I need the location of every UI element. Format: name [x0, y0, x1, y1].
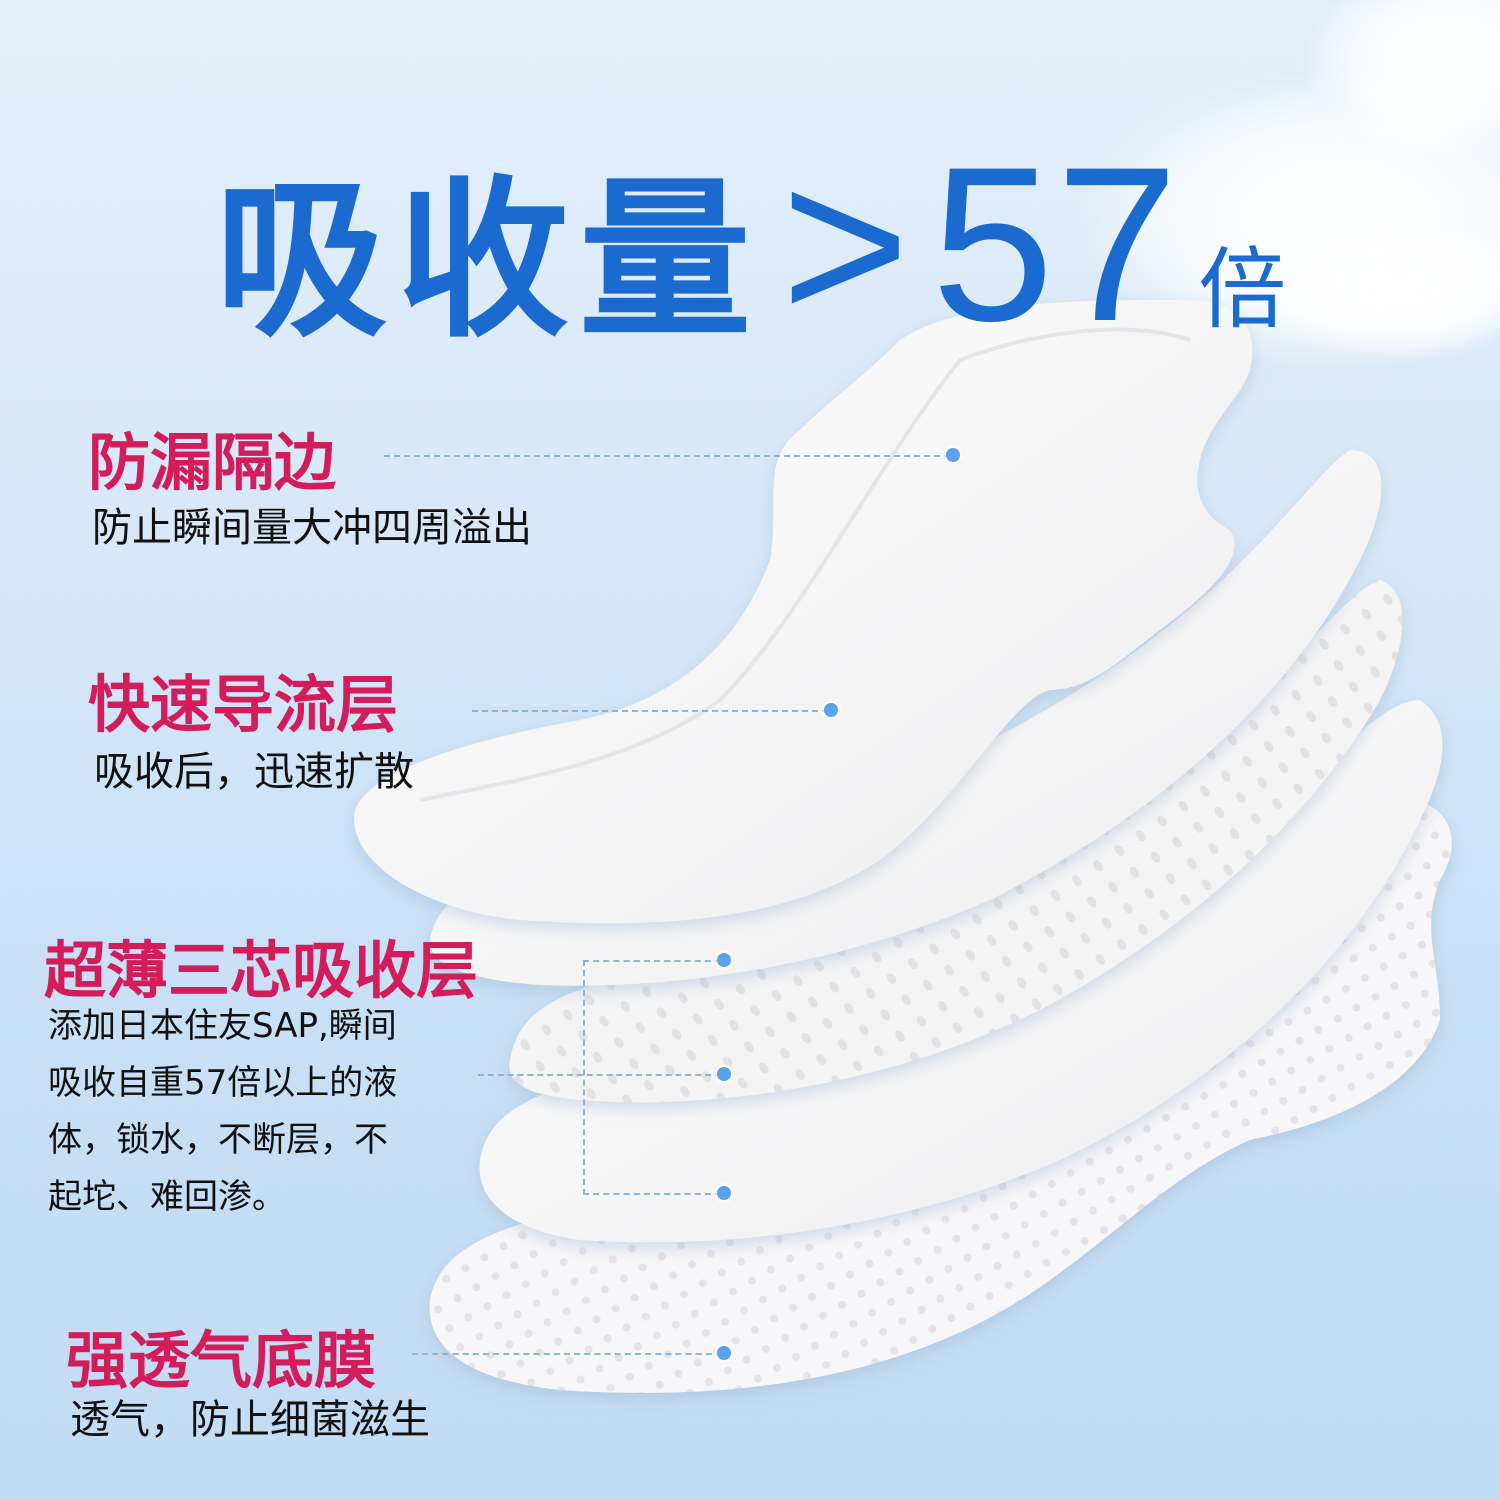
leader-line-core-1: [583, 960, 721, 962]
marker-dot-core-1: [717, 953, 731, 967]
cloud-mid-right: [1250, 220, 1500, 360]
headline-value: 57: [931, 121, 1181, 367]
leader-line-fast-diversion: [472, 710, 828, 712]
feature-desc-leak-guard: 防止瞬间量大冲四周溢出: [92, 505, 532, 551]
top-sheet-channel: [419, 327, 1191, 802]
layer-top-sheet: [354, 300, 1253, 924]
leader-line-backsheet: [412, 1353, 722, 1355]
marker-dot-leak-guard: [946, 448, 960, 462]
desc-line: 起坨、难回渗。: [48, 1177, 286, 1217]
feature-desc-backsheet: 透气，防止细菌滋生: [70, 1397, 430, 1443]
feature-title-fast-diversion: 快速导流层: [88, 668, 399, 741]
leader-line-core-2: [478, 1074, 721, 1076]
marker-dot-core-3: [717, 1186, 731, 1200]
bracket-vertical-absorbent-core: [583, 960, 585, 1195]
desc-line: 吸收自重57倍以上的液: [48, 1063, 398, 1103]
leader-line-leak-guard: [384, 455, 950, 457]
marker-dot-core-2: [717, 1067, 731, 1081]
feature-desc-absorbent-core: 添加日本住友SAP,瞬间 吸收自重57倍以上的液 体，锁水，不断层，不 起坨、难…: [48, 998, 397, 1226]
headline-unit: 倍: [1198, 240, 1287, 339]
feature-title-backsheet: 强透气底膜: [66, 1324, 377, 1397]
layer-backsheet: [429, 798, 1452, 1393]
feature-title-absorbent-core: 超薄三芯吸收层: [44, 934, 479, 1007]
layer-core-3: [479, 700, 1443, 1243]
desc-line: 添加日本住友SAP,瞬间: [48, 1006, 397, 1046]
headline-comparator: >: [781, 121, 912, 367]
marker-dot-fast-diversion: [824, 703, 838, 717]
headline-main: 吸收量: [215, 165, 761, 357]
marker-dot-backsheet: [717, 1346, 731, 1360]
desc-line: 体，锁水，不断层，不: [48, 1120, 388, 1160]
feature-title-leak-guard: 防漏隔边: [88, 426, 337, 499]
feature-desc-fast-diversion: 吸收后，迅速扩散: [94, 749, 414, 795]
leader-line-core-3: [583, 1193, 721, 1195]
